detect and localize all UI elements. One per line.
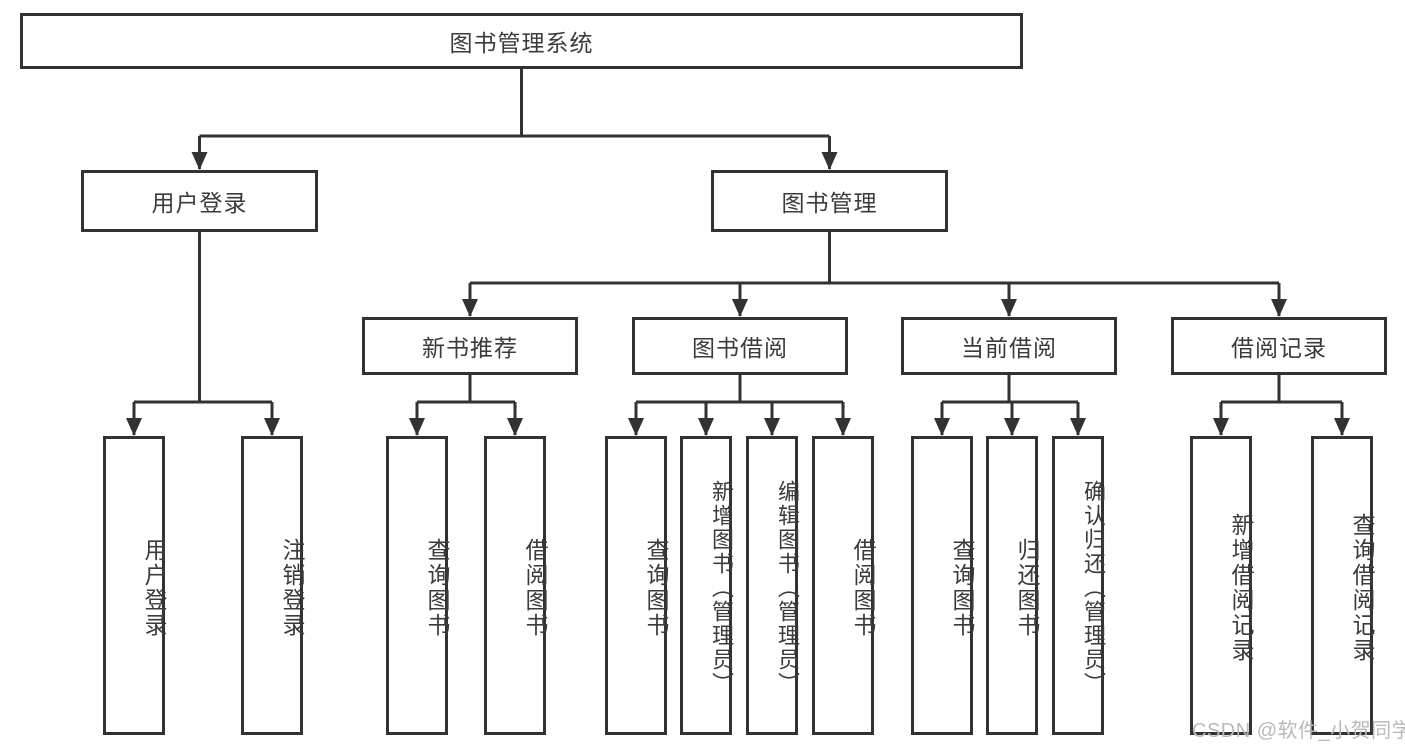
arrow-head-user-login (191, 152, 208, 170)
node-box-leaf-add-book[interactable] (680, 436, 732, 735)
arrow-head-book-manage (821, 152, 838, 170)
node-box-leaf-confirm-return[interactable] (1052, 436, 1104, 735)
arrow-head-leaf-confirm-return (1070, 418, 1086, 436)
node-box-leaf-user-logout[interactable] (241, 436, 303, 735)
arrow-head-leaf-query-record (1334, 418, 1350, 436)
node-box-leaf-query-record[interactable] (1311, 436, 1373, 735)
node-box-leaf-edit-book[interactable] (746, 436, 798, 735)
node-box-book-borrow[interactable] (632, 317, 848, 375)
node-box-current-borrow[interactable] (901, 317, 1117, 375)
arrow-head-leaf-user-logout (264, 418, 280, 436)
arrow-head-leaf-return-book (1004, 418, 1020, 436)
node-box-leaf-query-book-1[interactable] (386, 436, 448, 735)
arrow-head-leaf-add-record (1213, 418, 1229, 436)
arrow-head-borrow-record (1271, 299, 1287, 317)
arrow-head-leaf-query-book-2 (628, 418, 644, 436)
watermark-text: CSDN @软件_小贺同学 (1192, 720, 1405, 742)
node-box-new-book-rec[interactable] (362, 317, 578, 375)
node-box-root[interactable] (20, 13, 1023, 69)
node-box-leaf-query-book-3[interactable] (911, 436, 973, 735)
node-box-leaf-add-record[interactable] (1190, 436, 1252, 735)
node-box-book-manage[interactable] (711, 170, 948, 232)
node-boxes-group (20, 13, 1387, 735)
arrow-head-leaf-borrow-book-1 (507, 418, 523, 436)
node-box-leaf-borrow-book-2[interactable] (812, 436, 874, 735)
arrow-head-leaf-borrow-book-2 (835, 418, 851, 436)
arrow-head-leaf-query-book-1 (409, 418, 425, 436)
arrow-head-book-borrow (732, 299, 748, 317)
node-box-leaf-query-book-2[interactable] (605, 436, 667, 735)
arrow-head-leaf-user-login (126, 418, 142, 436)
arrow-head-leaf-query-book-3 (934, 418, 950, 436)
node-box-user-login[interactable] (81, 170, 318, 232)
arrow-head-new-book-rec (462, 299, 478, 317)
node-box-leaf-borrow-book-1[interactable] (484, 436, 546, 735)
arrow-head-current-borrow (1001, 299, 1017, 317)
arrow-head-leaf-edit-book (764, 418, 780, 436)
node-box-leaf-user-login[interactable] (103, 436, 165, 735)
node-box-leaf-return-book[interactable] (986, 436, 1038, 735)
arrow-head-leaf-add-book (698, 418, 714, 436)
node-box-borrow-record[interactable] (1171, 317, 1387, 375)
edges-group (126, 69, 1350, 436)
